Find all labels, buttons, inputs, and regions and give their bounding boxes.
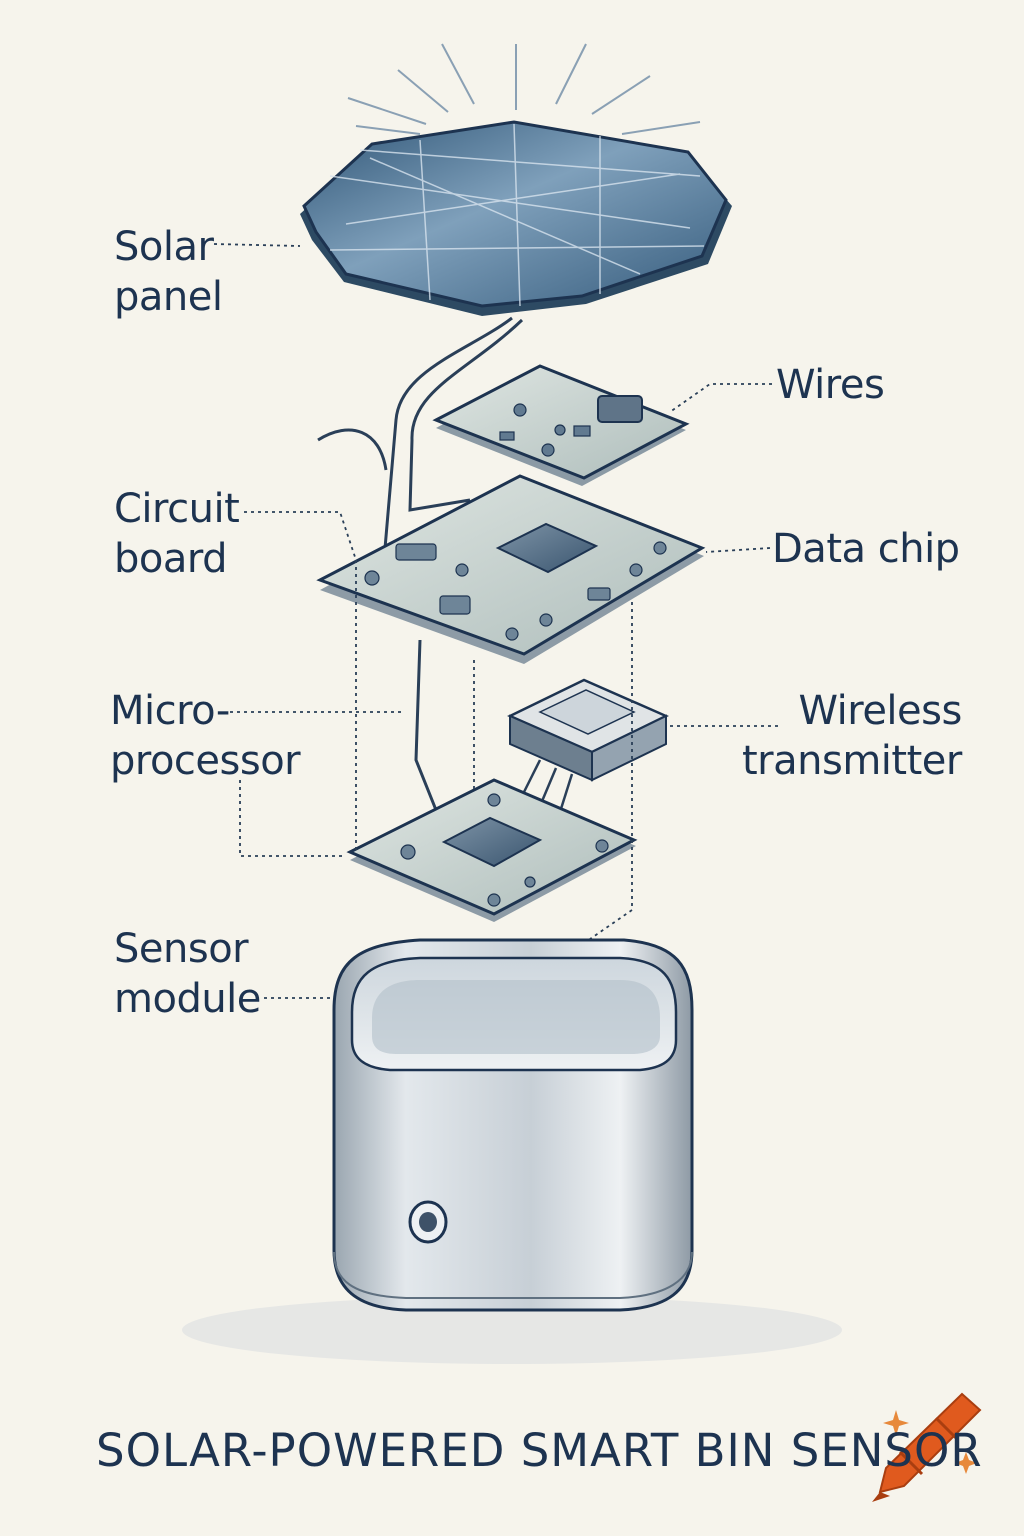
label-line: Wires	[776, 362, 885, 408]
label-microprocessor: Micro- processor	[110, 686, 301, 786]
label-line: Sensor	[114, 926, 249, 972]
label-line: board	[114, 536, 228, 582]
label-line: Micro-	[110, 688, 230, 734]
label-line: Circuit	[114, 486, 240, 532]
label-data-chip: Data chip	[772, 524, 960, 574]
label-wires: Wires	[776, 360, 885, 410]
label-solar-panel: Solar panel	[114, 222, 223, 322]
label-line: Solar	[114, 224, 214, 270]
label-line: module	[114, 976, 261, 1022]
sensor-module-bin	[182, 938, 842, 1364]
crayon-watermark-icon	[872, 1392, 982, 1502]
label-line: Data chip	[772, 526, 960, 572]
label-line: processor	[110, 738, 301, 784]
label-line: transmitter	[742, 738, 962, 784]
small-board	[432, 364, 690, 486]
microprocessor-board	[346, 778, 638, 922]
circuit-board	[316, 474, 706, 664]
sun-rays	[347, 43, 701, 135]
label-line: panel	[114, 274, 223, 320]
label-circuit-board: Circuit board	[114, 484, 240, 584]
label-line: Wireless	[798, 688, 962, 734]
diagram-title: SOLAR-POWERED SMART BIN SENSOR	[96, 1424, 983, 1477]
label-sensor-module: Sensor module	[114, 924, 261, 1024]
leader-lines	[213, 243, 778, 999]
wireless-transmitter	[507, 678, 669, 813]
panel-wires	[317, 316, 524, 821]
solar-panel	[300, 120, 732, 316]
label-wireless-transmitter: Wireless transmitter	[742, 686, 962, 786]
